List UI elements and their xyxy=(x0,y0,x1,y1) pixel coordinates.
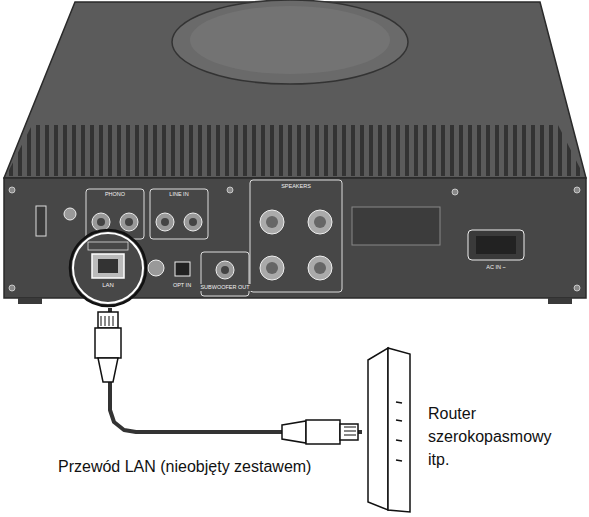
jack-label: OPT IN xyxy=(172,282,192,289)
router-led xyxy=(396,440,402,441)
terminal-label: SPEAKERS xyxy=(280,183,312,190)
subwoofer-jack xyxy=(216,261,234,279)
top-disc xyxy=(172,0,408,84)
port-label: LAN xyxy=(68,282,148,289)
rca-jacks xyxy=(156,213,202,231)
rating-plate xyxy=(352,207,440,245)
jack-label: SUBWOOFER OUT xyxy=(199,284,250,291)
router: Router szerokopasmowy itp. xyxy=(362,340,584,515)
top-disc-inner xyxy=(190,6,390,74)
ac-inlet xyxy=(468,230,524,260)
lower-rj45-plug xyxy=(282,420,358,444)
rj45-socket-hole xyxy=(98,259,118,273)
port-caption-box xyxy=(88,242,128,250)
callout-ring xyxy=(70,230,146,306)
jack-label: LINE IN xyxy=(168,191,189,198)
lan-cable xyxy=(110,308,362,432)
subwoofer-jack-core xyxy=(221,266,229,274)
vent-ribs xyxy=(6,125,584,176)
ac-inlet-socket xyxy=(476,236,516,254)
speaker-group xyxy=(250,180,342,292)
inlet-label: AC IN ~ xyxy=(485,264,506,271)
rca-jacks xyxy=(92,213,138,231)
speaker-terminals xyxy=(260,210,332,280)
jack-label: PHONO xyxy=(104,191,126,198)
router-led xyxy=(396,402,402,403)
switch xyxy=(36,206,46,236)
optical-jack xyxy=(175,262,190,276)
coaxial-jack xyxy=(148,260,164,276)
router-label: Router szerokopasmowy itp. xyxy=(428,402,568,471)
top-cover xyxy=(4,2,586,178)
router-illustration xyxy=(362,340,422,515)
callout-ring-inner xyxy=(73,233,143,303)
router-front xyxy=(388,348,410,512)
cable-label: Przewód LAN (nieobjęty zestawem) xyxy=(58,458,311,476)
router-led xyxy=(396,460,402,461)
router-led xyxy=(396,420,402,421)
upper-rj45-plug xyxy=(95,312,121,382)
line-in-group xyxy=(150,189,208,239)
foot xyxy=(18,298,42,304)
earth-terminal xyxy=(64,208,76,220)
callout-circle xyxy=(68,228,148,308)
router-side xyxy=(368,348,388,510)
foot xyxy=(548,298,572,304)
lan-port-callout: LAN xyxy=(68,228,152,308)
rj45-socket xyxy=(92,254,124,278)
